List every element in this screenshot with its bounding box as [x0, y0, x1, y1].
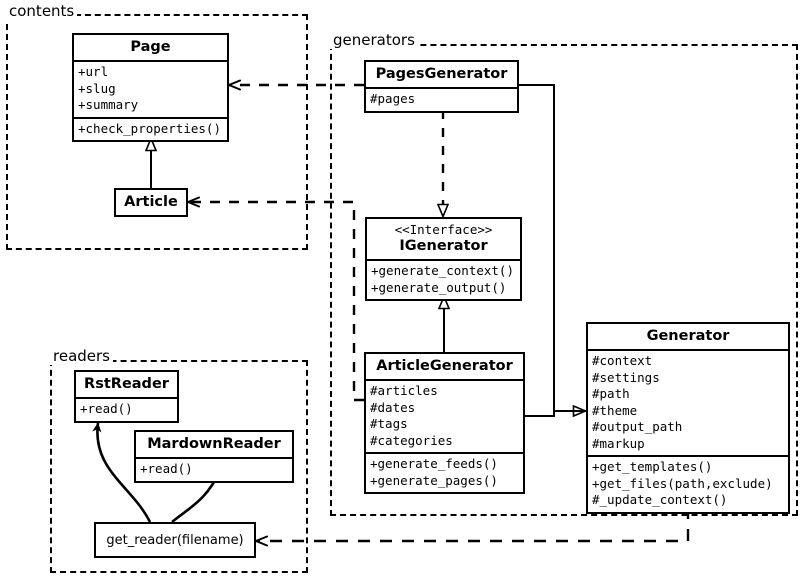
class-article-generator-header: ArticleGenerator	[366, 354, 523, 381]
class-article[interactable]: Article	[114, 188, 188, 217]
edge-articlegenerator-uses-article	[187, 196, 364, 402]
class-article-generator-attributes: #articles #dates #tags #categories	[366, 381, 523, 454]
class-generator-attribute: #markup	[592, 435, 645, 451]
class-page[interactable]: Page +url +slug +summary +check_properti…	[72, 33, 229, 142]
class-article-generator-attribute: #tags	[370, 416, 408, 431]
class-generator-method: #_update_context()	[592, 492, 728, 507]
class-article-generator-methods: +generate_feeds() +generate_pages()	[366, 454, 523, 492]
class-article-generator-attribute: #categories	[370, 432, 453, 448]
class-article-generator-method: +generate_pages()	[370, 472, 498, 488]
function-get-reader[interactable]: get_reader(filename)	[94, 522, 256, 558]
class-generator-attribute: #path	[592, 386, 630, 401]
class-page-name: Page	[130, 39, 171, 55]
class-generator-name: Generator	[646, 328, 730, 344]
package-contents	[6, 14, 308, 250]
class-igenerator-methods: +generate_context() +generate_output()	[367, 261, 520, 299]
class-rst-reader-method: +read()	[80, 401, 133, 416]
class-generator-attribute: #output_path	[592, 419, 683, 434]
class-page-header: Page	[74, 35, 227, 62]
class-pages-generator[interactable]: PagesGenerator #pages	[364, 60, 519, 113]
class-generator-attribute: #context	[592, 353, 653, 368]
class-article-generator-name: ArticleGenerator	[376, 358, 513, 374]
class-rst-reader-header: RstReader	[76, 372, 177, 399]
class-article-generator[interactable]: ArticleGenerator #articles #dates #tags …	[364, 352, 525, 494]
class-generator-header: Generator	[588, 324, 788, 351]
class-page-attribute: +url	[78, 64, 109, 79]
edge-generator-uses-get-reader	[255, 507, 690, 547]
class-igenerator-method: +generate_output()	[371, 279, 507, 295]
class-article-generator-method: +generate_feeds()	[370, 456, 498, 471]
edge-get-reader-creates-rstreader	[92, 422, 152, 523]
class-page-method: +check_properties()	[78, 120, 221, 136]
class-igenerator-method: +generate_context()	[371, 263, 514, 278]
package-contents-label: contents	[6, 3, 78, 20]
class-article-header: Article	[116, 190, 186, 215]
class-page-attribute: +slug	[78, 80, 116, 96]
class-article-generator-attribute: #articles	[370, 383, 438, 398]
class-igenerator-stereotype: <<Interface>>	[394, 222, 493, 237]
class-mardown-reader[interactable]: MardownReader +read()	[134, 430, 294, 483]
class-igenerator-name: IGenerator	[399, 238, 488, 254]
class-mardown-reader-header: MardownReader	[136, 432, 292, 459]
class-igenerator-header: <<Interface>> IGenerator	[367, 219, 520, 261]
package-generators	[330, 44, 798, 516]
class-generator-attribute: #settings	[592, 369, 660, 385]
class-article-name: Article	[124, 194, 178, 210]
class-pages-generator-name: PagesGenerator	[375, 66, 508, 82]
class-mardown-reader-name: MardownReader	[147, 436, 281, 452]
class-pages-generator-attribute: #pages	[370, 91, 416, 106]
class-page-methods: +check_properties()	[74, 119, 227, 141]
class-generator[interactable]: Generator #context #settings #path #them…	[586, 322, 790, 514]
class-rst-reader-methods: +read()	[76, 399, 177, 421]
class-mardown-reader-method: +read()	[140, 461, 193, 476]
class-generator-methods: +get_templates() +get_files(path,exclude…	[588, 457, 788, 512]
class-generator-method: +get_files(path,exclude)	[592, 475, 773, 491]
class-generator-method: +get_templates()	[592, 459, 713, 474]
function-get-reader-label: get_reader(filename)	[106, 532, 244, 548]
class-pages-generator-attributes: #pages	[366, 89, 517, 111]
class-page-attributes: +url +slug +summary	[74, 62, 227, 119]
package-readers	[50, 360, 308, 573]
class-rst-reader-name: RstReader	[84, 376, 169, 392]
edge-articlegenerator-inherits-generator	[525, 410, 586, 417]
package-generators-label: generators	[330, 32, 418, 49]
class-generator-attributes: #context #settings #path #theme #output_…	[588, 351, 788, 457]
class-pages-generator-header: PagesGenerator	[366, 62, 517, 89]
class-rst-reader[interactable]: RstReader +read()	[74, 370, 179, 423]
class-page-attribute: +summary	[78, 97, 139, 112]
class-mardown-reader-methods: +read()	[136, 459, 292, 481]
class-generator-attribute: #theme	[592, 402, 638, 418]
package-readers-label: readers	[50, 348, 113, 365]
class-article-generator-attribute: #dates	[370, 399, 416, 415]
class-igenerator[interactable]: <<Interface>> IGenerator +generate_conte…	[365, 217, 522, 301]
